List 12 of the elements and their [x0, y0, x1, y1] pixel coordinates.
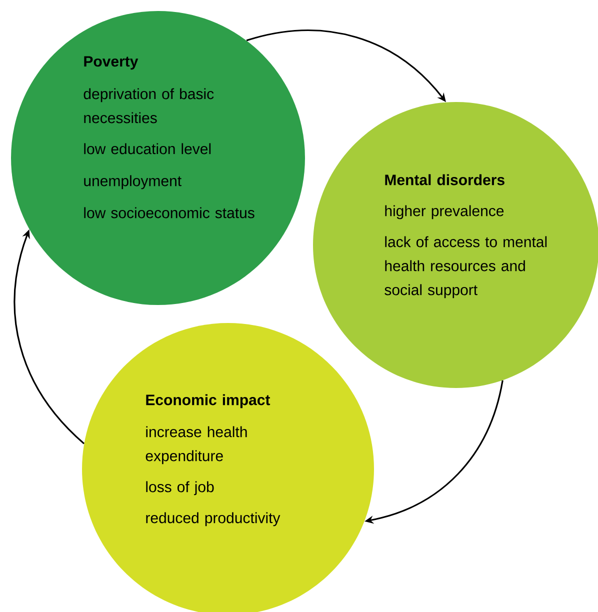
heading: Mental disorders	[385, 174, 504, 186]
list-item: higher prevalence	[385, 205, 504, 220]
list-item: low education level	[84, 143, 211, 154]
list-item: lack of access to mental health resources and social support	[384, 236, 547, 298]
list-item: increase health expenditure	[146, 426, 247, 464]
list-item: reduced productivity	[146, 512, 280, 526]
list-item: unemployment	[84, 175, 182, 190]
heading: Economic impact	[146, 394, 270, 408]
list-item: loss of job	[146, 481, 214, 496]
list-item: deprivation of basic necessities	[84, 88, 214, 124]
list-item: low socioeconomic status	[84, 207, 254, 218]
heading: Poverty	[84, 56, 138, 70]
